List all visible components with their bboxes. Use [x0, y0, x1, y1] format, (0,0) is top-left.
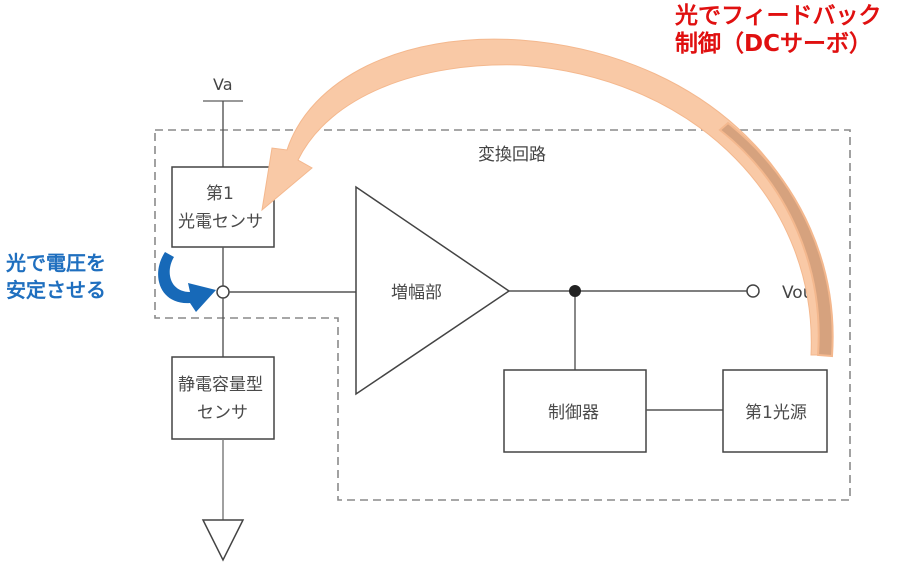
output-terminal: [746, 284, 760, 298]
output-junction-dot: [569, 285, 581, 297]
feedback-annotation-line-1: 光でフィードバック: [675, 3, 882, 29]
conversion-circuit-boundary: [154, 129, 851, 501]
photo-sensor-label-2: 光電センサ: [178, 212, 263, 232]
stabilize-annotation-line-1: 光で電圧を: [6, 251, 106, 275]
feedback-arrow-tail: [718, 121, 834, 358]
photo-sensor-label-1: 第1: [206, 184, 234, 204]
supply-label: Va: [213, 75, 233, 94]
feedback-annotation-line-2: 制御（DCサーボ）: [675, 30, 872, 57]
controller-box: [503, 369, 647, 453]
capacitive-sensor-label-1: 静電容量型: [178, 375, 263, 395]
stabilize-annotation-line-2: 安定させる: [6, 278, 106, 302]
light-source-label: 第1光源: [745, 403, 807, 423]
light-source-box: [722, 369, 828, 453]
amplifier-triangle: [355, 185, 511, 396]
capacitive-sensor-box: [171, 356, 275, 440]
stabilize-arrow: [158, 252, 216, 312]
conversion-circuit-label: 変換回路: [478, 145, 546, 165]
stabilize-annotation: 光で電圧を 安定させる: [6, 250, 106, 304]
junction-node: [216, 285, 230, 299]
feedback-arrow: [261, 38, 828, 356]
photo-sensor-box: [171, 166, 275, 248]
ground-symbol: [201, 519, 245, 562]
capacitive-sensor-label-2: センサ: [197, 403, 248, 423]
feedback-annotation: 光でフィードバック 制御（DCサーボ）: [675, 3, 882, 58]
controller-label: 制御器: [548, 403, 599, 423]
amplifier-label: 増幅部: [391, 283, 442, 303]
